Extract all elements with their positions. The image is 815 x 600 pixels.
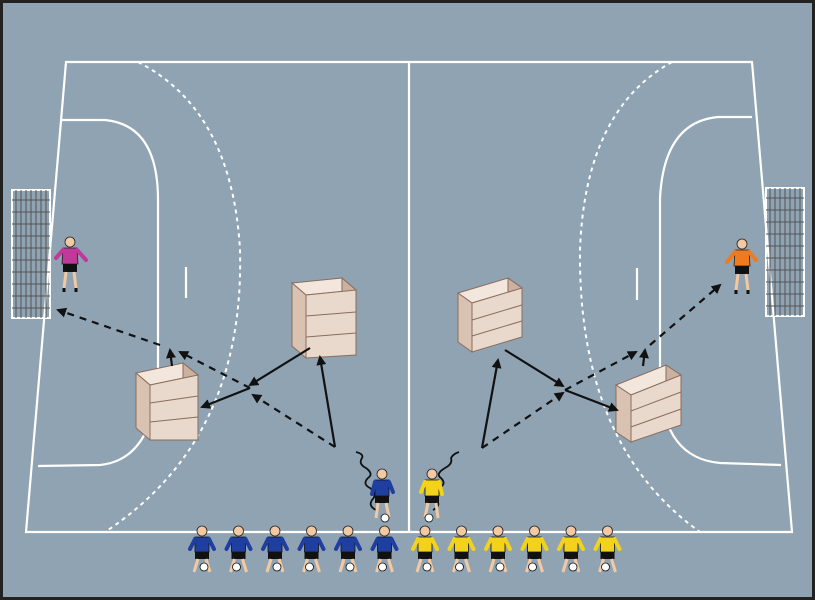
right-goal bbox=[765, 187, 805, 317]
left-goal-area-line bbox=[37, 118, 160, 468]
right-goal-area-line bbox=[658, 115, 782, 467]
waiting-player-yellow bbox=[484, 525, 512, 573]
waiting-player-yellow bbox=[520, 525, 549, 573]
waiting-player-yellow bbox=[447, 525, 476, 573]
left-pass-to-upper-box bbox=[316, 355, 337, 448]
left-pass-upper-box-to-center bbox=[248, 347, 311, 387]
right-free-throw-line bbox=[578, 61, 701, 533]
active-player-blue bbox=[370, 468, 395, 523]
obstacle-right-lower bbox=[614, 364, 683, 443]
right-pass-to-upper-box bbox=[480, 358, 502, 449]
right-pass-center-to-lower-box bbox=[564, 388, 619, 412]
left-free-throw-line bbox=[104, 61, 242, 533]
waiting-player-blue bbox=[188, 525, 216, 573]
right-drill-arrows bbox=[432, 283, 722, 511]
goalkeeper-left bbox=[54, 236, 88, 292]
left-pass-center-to-lower-box bbox=[200, 386, 251, 409]
obstacle-right-upper bbox=[456, 277, 524, 353]
goalkeeper-right bbox=[725, 238, 758, 294]
waiting-player-blue bbox=[334, 525, 362, 573]
court-lines bbox=[24, 60, 794, 534]
court-outline bbox=[24, 60, 794, 534]
waiting-player-yellow bbox=[557, 525, 585, 573]
left-run-arrow-up bbox=[166, 348, 176, 367]
obstacle-left-lower bbox=[134, 361, 200, 442]
active-player-yellow bbox=[419, 468, 444, 523]
waiting-player-blue bbox=[224, 525, 253, 573]
left-shot-to-goal bbox=[56, 307, 161, 347]
left-dribble-path bbox=[355, 451, 377, 511]
waiting-player-yellow bbox=[411, 525, 439, 573]
waiting-player-blue bbox=[261, 525, 289, 573]
waiting-player-yellow bbox=[593, 525, 622, 573]
left-drill-arrows bbox=[56, 307, 377, 511]
right-pass-upper-box-to-center bbox=[504, 349, 565, 388]
left-run-diagonal bbox=[251, 393, 336, 448]
obstacle-left-upper bbox=[290, 276, 358, 360]
left-run-to-box-top bbox=[178, 351, 251, 389]
right-run-to-box-top bbox=[564, 351, 638, 391]
right-run-arrow-up bbox=[639, 348, 649, 367]
waiting-player-blue bbox=[297, 525, 326, 573]
left-goal bbox=[11, 189, 51, 319]
right-run-diagonal bbox=[481, 391, 565, 449]
waiting-player-blue bbox=[370, 525, 399, 573]
waiting-line bbox=[188, 525, 622, 573]
right-shot-to-goal bbox=[649, 283, 722, 346]
